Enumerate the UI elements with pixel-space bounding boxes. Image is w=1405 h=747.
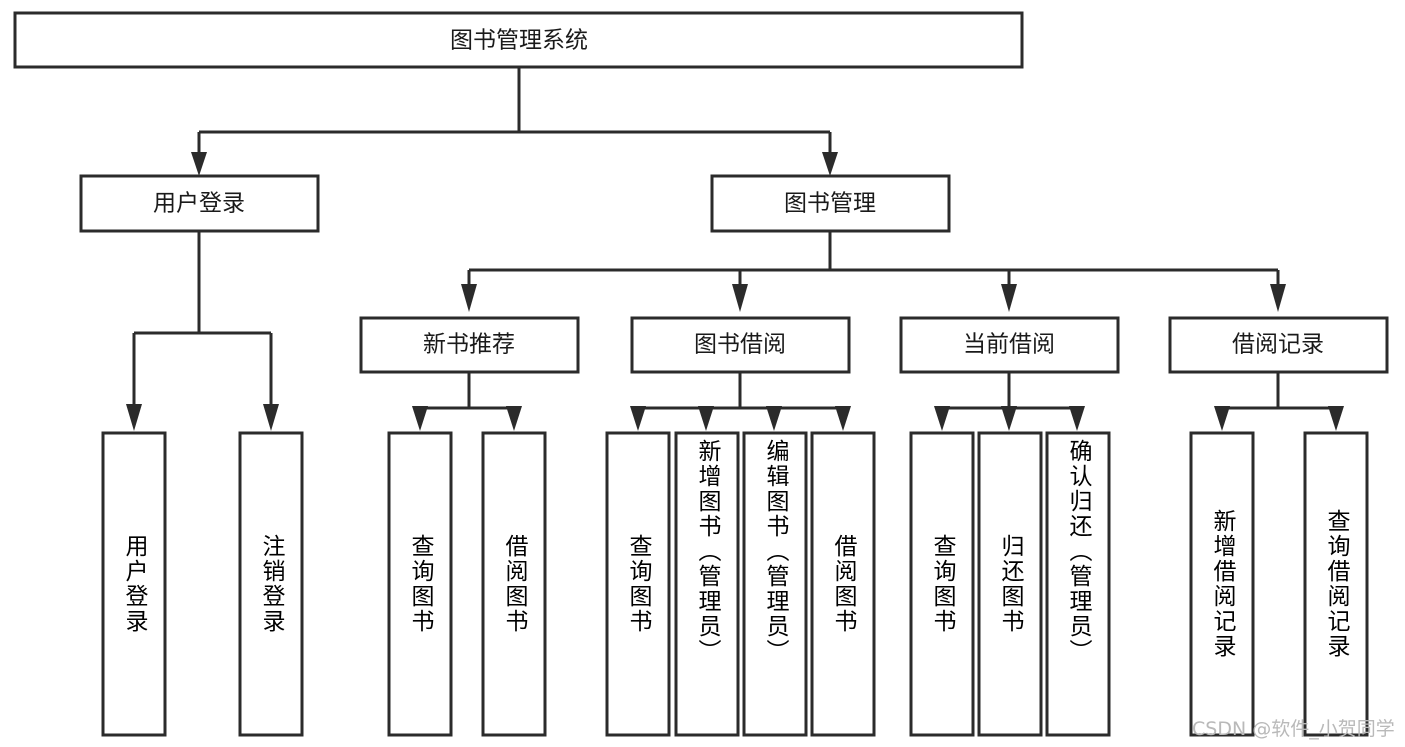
node-newbook-label: 新书推荐 [423, 332, 515, 358]
node-leaf-user-logout-box[interactable] [238, 431, 304, 737]
node-leaf-confirm-return[interactable]: 确认归还（管理员） [1045, 431, 1111, 737]
node-leaf-borrow-book-2-box[interactable] [810, 431, 876, 737]
node-leaf-borrow-book-1-label: 借阅图书 [501, 534, 527, 634]
node-leaf-query-record-label: 查询借阅记录 [1323, 509, 1349, 659]
node-leaf-add-record[interactable]: 新增借阅记录 [1189, 431, 1255, 737]
node-root-box[interactable] [13, 11, 1024, 69]
node-borrow[interactable]: 图书借阅 [630, 316, 851, 374]
arrowhead-leaf-return-book [1001, 406, 1017, 431]
node-leaf-return-book-label: 归还图书 [997, 534, 1023, 634]
csdn-watermark: CSDN @软件_小贺同学 [1192, 718, 1395, 740]
node-current[interactable]: 当前借阅 [899, 316, 1120, 374]
node-leaf-user-logout-label: 注销登录 [258, 534, 284, 634]
node-login-box[interactable] [79, 174, 320, 233]
node-leaf-add-book[interactable]: 新增图书（管理员） [674, 431, 740, 737]
node-root-label: 图书管理系统 [450, 28, 588, 54]
node-leaf-edit-book-label: 编辑图书（管理员） [762, 439, 788, 664]
node-leaf-query-record-label-wrap: 查询借阅记录 [1323, 509, 1349, 659]
node-leaf-query-book-1-label: 查询图书 [407, 534, 433, 634]
node-current-label: 当前借阅 [963, 332, 1055, 358]
arrowhead-leaf-add-book [698, 406, 714, 431]
node-leaf-add-book-label-wrap: 新增图书（管理员） [694, 439, 720, 664]
node-leaf-borrow-book-2-label: 借阅图书 [830, 534, 856, 634]
node-leaf-user-logout[interactable]: 注销登录 [238, 431, 304, 737]
arrowhead-leaf-confirm-return [1069, 406, 1085, 431]
node-leaf-query-book-2-label: 查询图书 [625, 534, 651, 634]
node-leaf-query-book-1-label-wrap: 查询图书 [407, 534, 433, 634]
node-record-box[interactable] [1168, 316, 1389, 374]
arrowhead-newbook [461, 284, 477, 312]
arrowhead-leaf-user-login [126, 404, 142, 431]
node-leaf-query-book-2-label-wrap: 查询图书 [625, 534, 651, 634]
node-leaf-edit-book[interactable]: 编辑图书（管理员） [742, 431, 808, 737]
node-login[interactable]: 用户登录 [79, 174, 320, 233]
arrowhead-leaf-query-record [1328, 406, 1344, 431]
node-leaf-add-book-label: 新增图书（管理员） [694, 439, 720, 664]
arrowhead-leaf-add-record [1214, 406, 1230, 431]
node-leaf-borrow-book-2-label-wrap: 借阅图书 [830, 534, 856, 634]
node-bookmgmt[interactable]: 图书管理 [710, 174, 951, 233]
node-borrow-label: 图书借阅 [694, 332, 786, 358]
node-leaf-query-record-box[interactable] [1303, 431, 1369, 737]
arrowhead-leaf-query-book-2 [630, 406, 646, 431]
node-leaf-user-logout-label-wrap: 注销登录 [258, 534, 284, 634]
node-leaf-return-book-label-wrap: 归还图书 [997, 534, 1023, 634]
arrowhead-leaf-user-logout [263, 404, 279, 431]
node-leaf-add-record-label: 新增借阅记录 [1209, 509, 1235, 659]
node-leaf-add-book-box[interactable] [674, 431, 740, 737]
arrowhead-bookmgmt [822, 152, 838, 176]
node-current-box[interactable] [899, 316, 1120, 374]
node-leaf-query-book-3-box[interactable] [909, 431, 975, 737]
arrowhead-leaf-query-book-1 [412, 406, 428, 431]
node-leaf-confirm-return-label: 确认归还（管理员） [1065, 439, 1091, 664]
arrowhead-record [1270, 284, 1286, 312]
node-record[interactable]: 借阅记录 [1168, 316, 1389, 374]
node-leaf-borrow-book-1-box[interactable] [481, 431, 547, 737]
node-leaf-query-book-2-box[interactable] [605, 431, 671, 737]
node-login-label: 用户登录 [153, 191, 245, 217]
connector-layer [126, 67, 1344, 431]
node-leaf-query-book-3-label-wrap: 查询图书 [929, 534, 955, 634]
node-leaf-borrow-book-2[interactable]: 借阅图书 [810, 431, 876, 737]
node-leaf-query-book-2[interactable]: 查询图书 [605, 431, 671, 737]
node-leaf-confirm-return-label-wrap: 确认归还（管理员） [1065, 439, 1091, 664]
arrowhead-leaf-borrow-book-2 [835, 406, 851, 431]
node-leaf-borrow-book-1-label-wrap: 借阅图书 [501, 534, 527, 634]
node-leaf-query-book-1-box[interactable] [387, 431, 453, 737]
node-borrow-box[interactable] [630, 316, 851, 374]
node-bookmgmt-box[interactable] [710, 174, 951, 233]
node-root[interactable]: 图书管理系统 [13, 11, 1024, 69]
node-leaf-borrow-book-1[interactable]: 借阅图书 [481, 431, 547, 737]
node-leaf-return-book-box[interactable] [977, 431, 1043, 737]
node-leaf-query-book-3-label: 查询图书 [929, 534, 955, 634]
node-leaf-user-login-label-wrap: 用户登录 [121, 534, 147, 634]
node-leaf-user-login-box[interactable] [101, 431, 167, 737]
node-leaf-add-record-label-wrap: 新增借阅记录 [1209, 509, 1235, 659]
node-leaf-confirm-return-box[interactable] [1045, 431, 1111, 737]
node-leaf-user-login[interactable]: 用户登录 [101, 431, 167, 737]
node-leaf-user-login-label: 用户登录 [121, 534, 147, 634]
node-leaf-edit-book-box[interactable] [742, 431, 808, 737]
arrowhead-login [191, 152, 207, 176]
node-newbook[interactable]: 新书推荐 [359, 316, 580, 374]
arrowhead-leaf-borrow-book-1 [506, 406, 522, 431]
node-leaf-query-book-3[interactable]: 查询图书 [909, 431, 975, 737]
node-record-label: 借阅记录 [1232, 332, 1324, 358]
node-leaf-add-record-box[interactable] [1189, 431, 1255, 737]
arrowhead-borrow [732, 284, 748, 312]
arrowhead-current [1001, 284, 1017, 312]
node-leaf-edit-book-label-wrap: 编辑图书（管理员） [762, 439, 788, 664]
node-leaf-query-book-1[interactable]: 查询图书 [387, 431, 453, 737]
node-leaf-return-book[interactable]: 归还图书 [977, 431, 1043, 737]
arrowhead-leaf-edit-book [766, 406, 782, 431]
node-leaf-query-record[interactable]: 查询借阅记录 [1303, 431, 1369, 737]
node-bookmgmt-label: 图书管理 [784, 191, 876, 217]
arrowhead-leaf-query-book-3 [934, 406, 950, 431]
node-newbook-box[interactable] [359, 316, 580, 374]
